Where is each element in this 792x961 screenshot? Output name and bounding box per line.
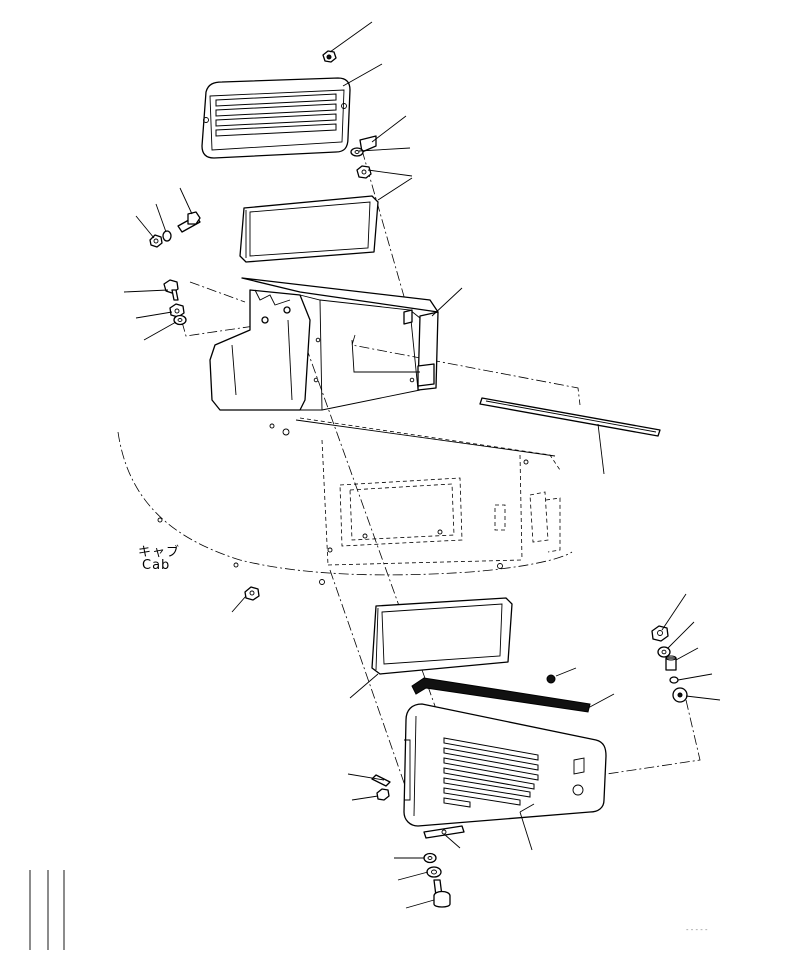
nut-top-right — [356, 165, 372, 179]
plug — [546, 674, 556, 684]
knob-right — [672, 687, 688, 703]
bottom-left-marks — [29, 870, 65, 950]
washer-left-mid — [173, 314, 187, 326]
washer-lower-2 — [426, 866, 442, 878]
oring-right — [669, 676, 679, 684]
top-grille-cover — [201, 77, 351, 159]
spacer-right — [665, 655, 677, 671]
latch-lower — [423, 825, 465, 839]
seal-strip — [479, 397, 661, 437]
nut-lower-left — [244, 586, 260, 601]
top-grille-slots — [215, 93, 337, 137]
nut-lower-clip — [376, 788, 390, 801]
washer-lower-1 — [423, 852, 437, 864]
nut-left — [149, 234, 163, 248]
lower-grille-slots — [443, 737, 539, 808]
lower-grille-cover — [403, 703, 607, 827]
top-filter — [239, 195, 379, 263]
washer-right — [657, 646, 671, 658]
assembly-centerlines — [181, 149, 701, 801]
bolt-left-top — [177, 211, 201, 233]
clip-lower-left — [371, 774, 391, 787]
washer-left — [162, 230, 172, 242]
leader-lines — [123, 21, 721, 909]
lower-filter — [371, 597, 513, 675]
drawing-number: - - - - - — [686, 926, 708, 934]
duct-housing — [209, 277, 439, 411]
top-nut — [322, 50, 337, 63]
nut-right — [651, 625, 669, 642]
cab-label-english: Cab — [142, 558, 171, 573]
nut-left-mid — [169, 303, 185, 318]
bolt-lower — [433, 879, 451, 908]
washer-top — [350, 147, 364, 157]
cab-label-japanese: キャブ — [138, 545, 181, 560]
clip-top — [359, 135, 377, 153]
cab-phantom-outline — [117, 417, 573, 585]
rubber-seal — [411, 677, 591, 713]
